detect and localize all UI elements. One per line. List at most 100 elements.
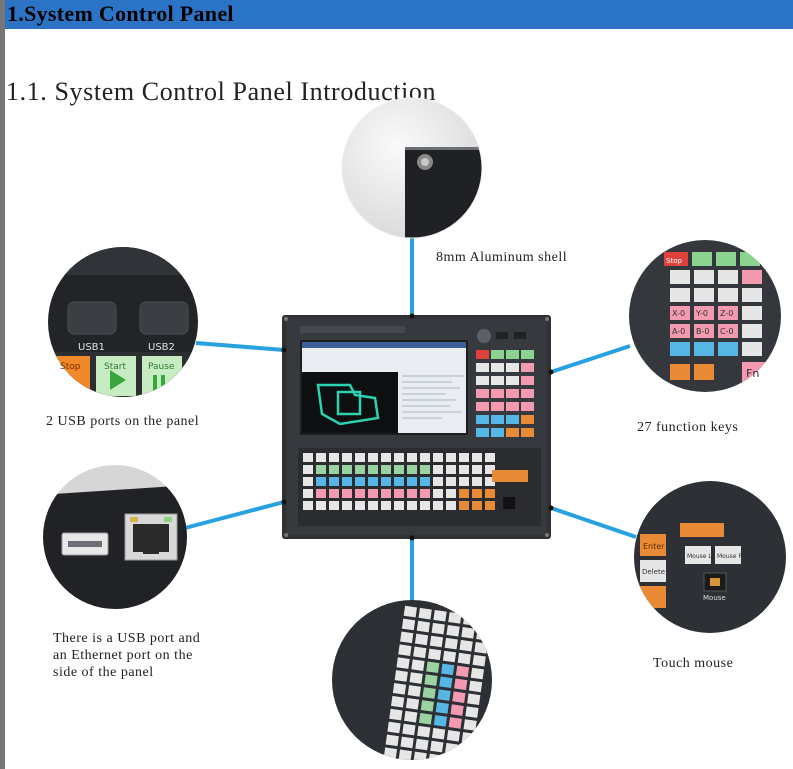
key (467, 693, 481, 706)
caption-function-keys: 27 function keys (637, 420, 739, 435)
key (446, 730, 461, 742)
key (394, 477, 404, 486)
key (407, 685, 421, 697)
key (389, 708, 403, 721)
key (431, 622, 445, 635)
key (472, 654, 486, 667)
key (433, 489, 443, 498)
key (420, 453, 430, 462)
key (470, 667, 484, 680)
key (316, 489, 326, 498)
svg-text:A-0: A-0 (672, 327, 685, 336)
key (329, 501, 339, 510)
key (413, 646, 427, 659)
key (455, 665, 470, 678)
stop-key-label-2: Stop (666, 257, 682, 265)
key (355, 477, 365, 486)
key (355, 489, 365, 498)
key (303, 453, 313, 462)
key (459, 477, 469, 486)
start-key-label: Start (104, 362, 126, 372)
key (400, 736, 414, 749)
key (303, 477, 313, 486)
svg-text:Y-0: Y-0 (695, 309, 708, 318)
key (437, 689, 451, 701)
key (411, 659, 425, 671)
svg-text:X-0: X-0 (672, 309, 685, 318)
key (405, 698, 420, 710)
key (368, 465, 378, 474)
key (459, 489, 469, 498)
key (472, 465, 482, 474)
key (368, 501, 378, 510)
key (446, 501, 456, 510)
key (398, 644, 412, 657)
key (413, 751, 427, 760)
key (394, 453, 404, 462)
key (394, 489, 404, 498)
key (415, 738, 429, 751)
usb1-label: USB1 (78, 342, 105, 353)
key (407, 501, 417, 510)
key (448, 612, 462, 624)
key (398, 749, 412, 760)
key (485, 477, 495, 486)
connector-lines (184, 238, 637, 602)
key (329, 453, 339, 462)
key (472, 453, 482, 462)
usb-ports-closeup (48, 247, 198, 397)
key (418, 607, 432, 620)
keyboard-closeup (332, 600, 492, 760)
key (316, 453, 326, 462)
caption-touch-mouse: Touch mouse (653, 656, 734, 671)
key (381, 477, 391, 486)
key (429, 635, 444, 648)
key (459, 744, 474, 757)
key (472, 489, 482, 498)
caption-side-ports-line3: side of the panel (53, 665, 154, 680)
key (461, 732, 475, 744)
key (459, 639, 473, 652)
key (329, 477, 339, 486)
stop-key-label: Stop (60, 362, 81, 372)
key (463, 614, 477, 626)
key (459, 453, 469, 462)
key (442, 650, 457, 663)
key (316, 501, 326, 510)
key (342, 465, 352, 474)
key (433, 453, 443, 462)
key (396, 657, 410, 669)
key (459, 501, 469, 510)
key (368, 477, 378, 486)
key (407, 453, 417, 462)
mouse-right-label: Mouse R (717, 553, 743, 560)
key (433, 477, 443, 486)
key (433, 501, 443, 510)
key (342, 453, 352, 462)
key (446, 477, 456, 486)
key (355, 453, 365, 462)
key (427, 648, 442, 661)
key (316, 477, 326, 486)
key (394, 501, 404, 510)
touch-mouse-closeup (634, 481, 786, 633)
key (329, 489, 339, 498)
key (458, 757, 472, 760)
key (424, 674, 438, 686)
key (342, 501, 352, 510)
key (444, 637, 458, 650)
key (420, 700, 435, 712)
caption-usb-ports: 2 USB ports on the panel (46, 414, 200, 429)
key (400, 631, 414, 644)
key (433, 465, 443, 474)
key (417, 725, 431, 738)
key (409, 672, 423, 684)
key (452, 691, 466, 703)
svg-text:B-0: B-0 (696, 327, 709, 336)
key (401, 618, 416, 631)
function-keys-closeup (629, 240, 781, 392)
key (430, 740, 444, 753)
key (342, 477, 352, 486)
key (450, 704, 464, 716)
caption-aluminum-shell: 8mm Aluminum shell (436, 250, 568, 265)
